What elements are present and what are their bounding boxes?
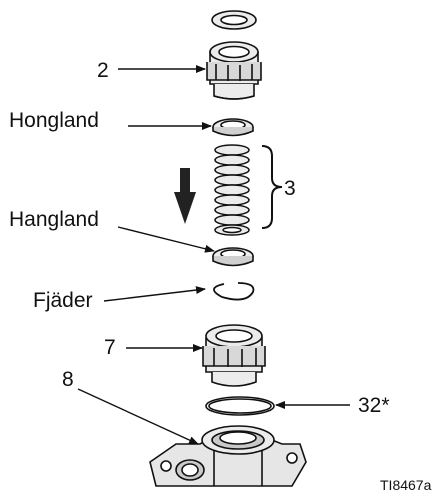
male-gland-ring — [212, 118, 254, 137]
leader-hanglande — [117, 226, 215, 253]
part-2-gland-nut — [206, 41, 262, 100]
female-gland-ring — [212, 247, 254, 267]
spring-clip — [213, 282, 255, 301]
part-7-nut — [202, 324, 266, 387]
callout-spring: Fjäder — [33, 289, 93, 312]
callout-3: 3 — [284, 177, 296, 200]
callout-8: 8 — [62, 368, 74, 391]
direction-down-arrow-icon — [174, 168, 196, 224]
leader-8 — [77, 388, 199, 445]
callout-2: 2 — [97, 59, 109, 82]
callout-32: 32* — [358, 394, 390, 417]
packing-brace — [261, 145, 283, 229]
part-8-housing — [149, 425, 307, 487]
part-32-o-ring — [205, 396, 275, 416]
callout-honglande: Hongland — [9, 109, 99, 132]
leader-lines — [77, 65, 350, 445]
callout-hanglande: Hangland — [9, 208, 99, 231]
callout-7: 7 — [104, 336, 116, 359]
part-3-packing-stack — [214, 144, 250, 236]
leader-spring — [103, 286, 206, 302]
figure-reference: TI8467a — [380, 477, 432, 493]
top-washer — [211, 10, 257, 30]
